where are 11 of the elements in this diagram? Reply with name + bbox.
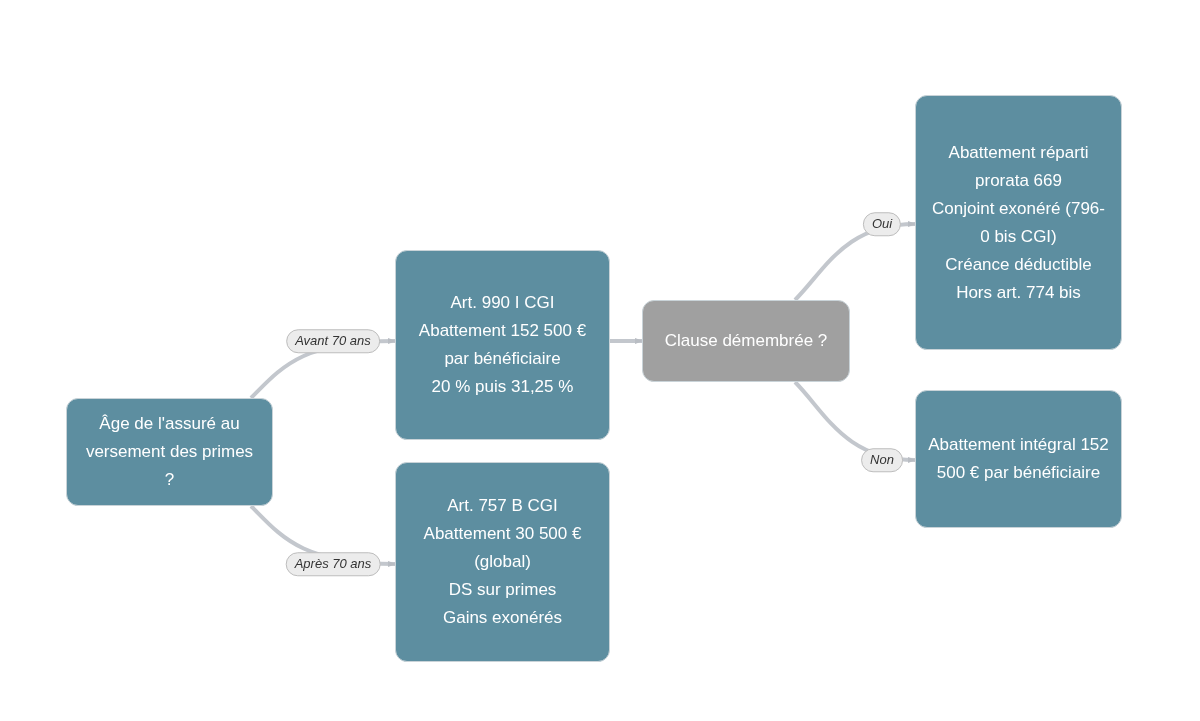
edge-label: Non	[861, 448, 903, 472]
process-box: Abattement réparti prorata 669 Conjoint exonéré (796-0 bis CGI) Créance déductible Hors art. 774 bis	[915, 95, 1122, 350]
arrow	[610, 338, 643, 344]
decision-box: Clause démembrée ?	[642, 300, 850, 382]
process-box: Art. 990 I CGI Abattement 152 500 € par bénéficiaire 20 % puis 31,25 %	[395, 250, 610, 440]
edge-label: Après 70 ans	[285, 552, 381, 576]
process-box: Art. 757 B CGI Abattement 30 500 € (global) DS sur primes Gains exonérés	[395, 462, 610, 662]
edge-label: Avant 70 ans	[286, 329, 380, 353]
process-box: Abattement intégral 152 500 € par bénéficiaire	[915, 390, 1122, 528]
process-box: Âge de l'assuré au versement des primes ?	[66, 398, 273, 506]
edge-label: Oui	[862, 212, 902, 236]
